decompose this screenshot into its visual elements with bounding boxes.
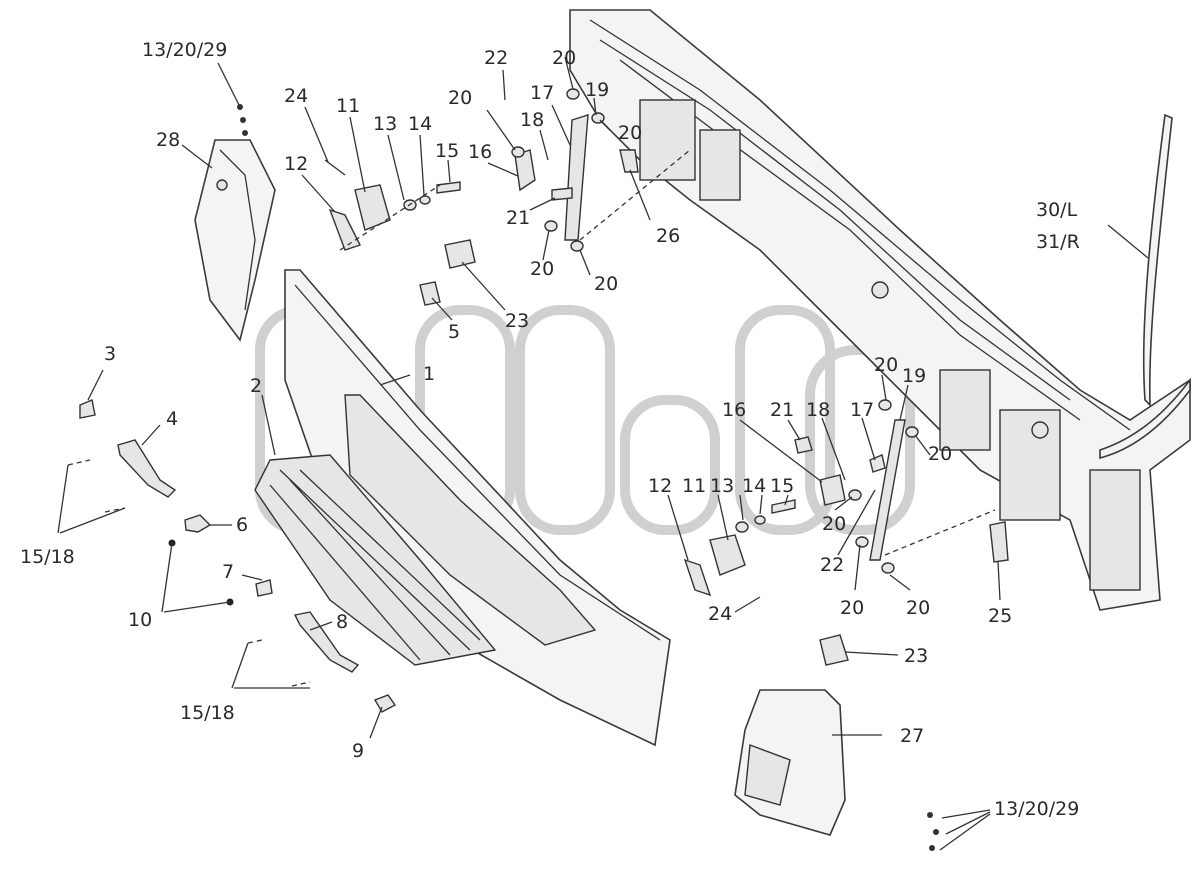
label: 3 xyxy=(104,343,116,365)
label: 19 xyxy=(902,365,926,387)
label: 13 xyxy=(373,113,397,135)
leader-lines xyxy=(57,56,1149,851)
part-labels: 13/20/29 28 24 11 12 13 14 15 22 20 20 1… xyxy=(20,39,1080,820)
part-9 xyxy=(373,694,397,713)
label: 20 xyxy=(928,443,952,465)
label: 26 xyxy=(656,225,680,247)
part-30-31-trim-end xyxy=(1099,377,1191,460)
label: 2 xyxy=(250,375,262,397)
fasteners-bottom-right xyxy=(927,812,939,851)
fasteners-top-left xyxy=(237,104,248,136)
label: 20 xyxy=(448,87,472,109)
label: 20 xyxy=(874,354,898,376)
label: 31/R xyxy=(1036,231,1080,253)
label: 30/L xyxy=(1036,199,1078,221)
label: 17 xyxy=(530,82,554,104)
label: 14 xyxy=(408,113,432,135)
label: 25 xyxy=(988,605,1012,627)
label: 6 xyxy=(236,514,248,536)
label: 23 xyxy=(904,645,928,667)
label: 17 xyxy=(850,399,874,421)
part-5-clip xyxy=(419,281,441,306)
label: 16 xyxy=(468,141,492,163)
label: 15 xyxy=(770,475,794,497)
part-3 xyxy=(79,399,96,419)
gas-strut-top xyxy=(419,88,691,306)
label: 15/18 xyxy=(180,702,235,724)
label: 7 xyxy=(222,561,234,583)
label: 20 xyxy=(906,597,930,619)
part-1-inner-panel xyxy=(344,394,597,646)
label: 24 xyxy=(708,603,732,625)
label: 27 xyxy=(900,725,924,747)
hinge-assembly-left xyxy=(324,159,461,251)
label: 1 xyxy=(423,363,435,385)
label: 22 xyxy=(484,47,508,69)
part-4-bracket xyxy=(117,439,177,498)
label: 4 xyxy=(166,408,178,430)
label: 28 xyxy=(156,129,180,151)
label: 20 xyxy=(618,122,642,144)
label: 12 xyxy=(648,475,672,497)
label: 15 xyxy=(435,140,459,162)
label: 20 xyxy=(594,273,618,295)
label: 19 xyxy=(585,79,609,101)
label: 21 xyxy=(770,399,794,421)
label: 20 xyxy=(822,513,846,535)
part-30-31-trim xyxy=(1142,113,1173,407)
label: 5 xyxy=(448,321,460,343)
label: 13/20/29 xyxy=(994,798,1079,820)
label: 22 xyxy=(820,554,844,576)
part-8-bracket xyxy=(293,611,360,673)
label: 11 xyxy=(682,475,706,497)
label: 20 xyxy=(552,47,576,69)
label: 20 xyxy=(530,258,554,280)
part-23-clip xyxy=(444,239,476,269)
part-6 xyxy=(184,514,212,533)
cab-frame-structure xyxy=(569,9,1191,611)
label: 8 xyxy=(336,611,348,633)
part-25-tab xyxy=(989,521,1009,563)
label: 11 xyxy=(336,95,360,117)
part-28-end-cap xyxy=(194,139,276,342)
left-small-parts xyxy=(67,399,397,713)
label: 23 xyxy=(505,310,529,332)
label: 16 xyxy=(722,399,746,421)
label: 14 xyxy=(742,475,766,497)
label: 13 xyxy=(710,475,734,497)
label: 24 xyxy=(284,85,308,107)
gas-strut-right xyxy=(683,399,1009,666)
part-7 xyxy=(255,579,273,597)
label: 15/18 xyxy=(20,546,75,568)
label: 21 xyxy=(506,207,530,229)
label: 18 xyxy=(806,399,830,421)
label: 10 xyxy=(128,609,152,631)
label: 20 xyxy=(840,597,864,619)
label: 9 xyxy=(352,740,364,762)
part-23-clip-right xyxy=(819,634,849,666)
label: 13/20/29 xyxy=(142,39,227,61)
label: 18 xyxy=(520,109,544,131)
label: 12 xyxy=(284,153,308,175)
